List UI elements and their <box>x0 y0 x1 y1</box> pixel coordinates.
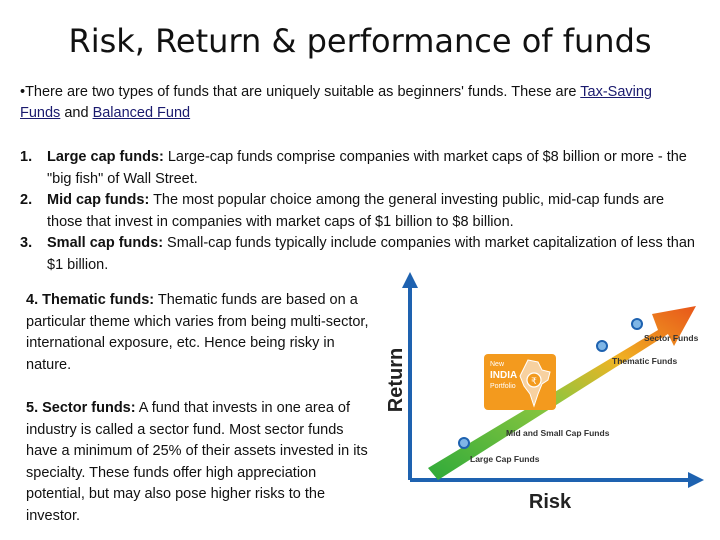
growth-arrow <box>428 306 696 480</box>
sector-text: A fund that invests in one area of indus… <box>26 400 368 524</box>
list-number: 2. <box>20 192 33 208</box>
tax-saving-funds-link[interactable]: Tax-Saving Funds <box>20 84 652 121</box>
balanced-fund-link[interactable]: Balanced Fund <box>92 105 191 121</box>
rupee-icon <box>526 372 542 388</box>
list-item: 1. Large cap funds: Large-cap funds compr… <box>20 147 700 190</box>
intro-connector: and <box>60 105 93 121</box>
list-item: 3. Small cap funds: Small-cap funds typic… <box>20 233 700 276</box>
fund-types-list: 1. Large cap funds: Large-cap funds compr… <box>20 147 700 276</box>
sector-funds-label: Sector Funds <box>644 333 699 343</box>
list-text: The most popular choice among the genera… <box>47 192 665 230</box>
large-cap-point <box>458 437 470 449</box>
sector-term: 5. Sector funds: <box>26 400 136 416</box>
intro-paragraph: •There are two types of funds that are u… <box>20 82 690 124</box>
list-term: Small cap funds: <box>47 235 164 251</box>
thematic-term: 4. Thematic funds: <box>26 292 155 308</box>
sector-funds-paragraph: 5. Sector funds: A fund that invests in … <box>26 398 374 527</box>
thematic-funds-label: Thematic Funds <box>612 356 677 366</box>
list-term: Large cap funds: <box>47 149 164 165</box>
badge-line3: Portfolio <box>490 383 516 390</box>
mid-small-cap-label: Mid and Small Cap Funds <box>506 428 610 438</box>
list-term: Mid cap funds: <box>47 192 150 208</box>
intro-text: •There are two types of funds that are u… <box>20 84 581 100</box>
list-text: Small-cap funds typically include compan… <box>47 235 695 273</box>
risk-return-figure: ₹ New INDIA Portfolio Sector Funds Thema… <box>385 272 704 513</box>
list-number: 3. <box>20 235 33 251</box>
thematic-funds-paragraph: 4. Thematic funds: Thematic funds are ba… <box>26 290 374 376</box>
page-title: Risk, Return & performance of funds <box>68 22 652 60</box>
thematic-point <box>596 340 608 352</box>
list-item: 2. Mid cap funds: The most popular choice… <box>20 190 700 233</box>
y-axis-title: Return <box>385 348 407 412</box>
list-number: 1. <box>20 149 33 165</box>
list-text: Large-cap funds comprise companies with … <box>47 149 687 187</box>
large-cap-label: Large Cap Funds <box>470 454 540 464</box>
thematic-text: Thematic funds are based on a particular… <box>26 292 369 373</box>
badge-line2: INDIA <box>490 370 517 381</box>
sector-point <box>631 318 643 330</box>
svg-text:₹: ₹ <box>531 376 537 386</box>
x-axis-title: Risk <box>529 491 572 513</box>
badge-line1: New <box>490 361 505 368</box>
